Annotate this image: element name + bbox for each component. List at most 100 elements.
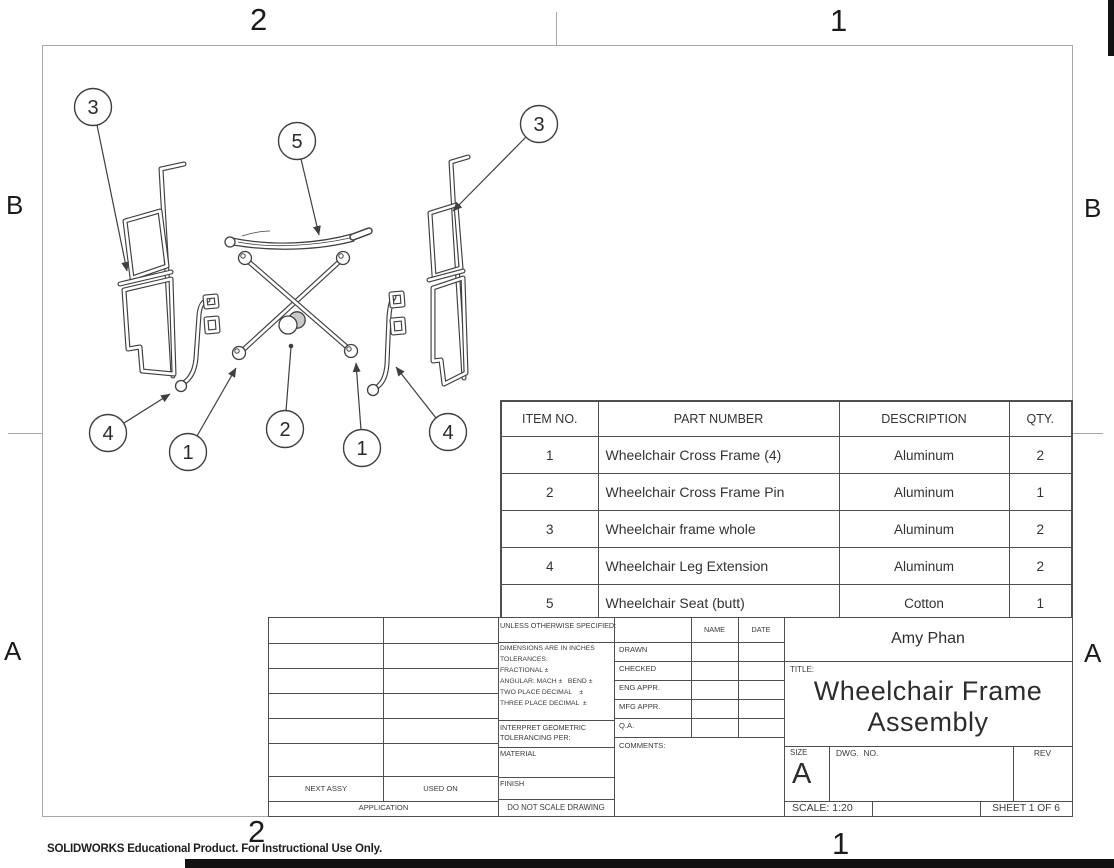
balloon-item-1-right: 1 — [342, 428, 382, 468]
bom-cell-item: 3 — [500, 510, 599, 548]
zone-label-bottom-1: 1 — [832, 826, 850, 861]
zone-label-right-b: B — [1084, 193, 1102, 223]
bom-cell-item: 1 — [500, 436, 599, 474]
bom-cell-part: Wheelchair Cross Frame Pin — [597, 473, 840, 511]
bom-row: 5 Wheelchair Seat (butt) Cotton 1 — [500, 584, 1073, 623]
tolerance-line: FRACTIONAL ± — [500, 667, 549, 674]
unless-otherwise-label: UNLESS OTHERWISE SPECIFIED: — [500, 621, 617, 630]
bom-table: ITEM NO. PART NUMBER DESCRIPTION QTY. 1 … — [500, 400, 1073, 623]
balloon-item-3-right: 3 — [519, 104, 559, 144]
cross-frame-tubes — [231, 250, 359, 361]
drawn-label: DRAWN — [619, 645, 648, 654]
zone-label-left-a: A — [4, 636, 22, 666]
application-label: APPLICATION — [358, 803, 409, 812]
bom-cell-part: Wheelchair Seat (butt) — [597, 584, 840, 623]
next-assy-label: NEXT ASSY — [304, 784, 348, 793]
bom-header-qty: QTY. — [1008, 400, 1073, 437]
used-on-label: USED ON — [423, 784, 458, 793]
comments-label: COMMENTS: — [619, 741, 666, 750]
balloon-item-2: 2 — [265, 409, 305, 449]
interpret-geometric-label: INTERPRET GEOMETRIC — [500, 723, 587, 732]
material-label: MATERIAL — [500, 749, 537, 758]
bom-row: 4 Wheelchair Leg Extension Aluminum 2 — [500, 547, 1073, 585]
bom-header-description: DESCRIPTION — [838, 400, 1010, 437]
screen-edge-bottom — [185, 859, 1114, 868]
checked-label: CHECKED — [619, 664, 657, 673]
bom-cell-part: Wheelchair Leg Extension — [597, 547, 840, 585]
balloon-label: 5 — [291, 131, 302, 153]
balloon-label: 4 — [102, 423, 113, 445]
tolerancing-per-label: TOLERANCING PER: — [500, 733, 571, 742]
bom-row: 1 Wheelchair Cross Frame (4) Aluminum 2 — [500, 436, 1073, 474]
name-column-label: NAME — [703, 625, 726, 634]
balloon-item-1-left: 1 — [168, 432, 208, 472]
balloon-item-4-right: 4 — [428, 412, 468, 452]
balloon-item-4-left: 4 — [88, 413, 128, 453]
balloon-leaders — [96, 124, 527, 437]
zone-label-bottom-2: 2 — [248, 814, 266, 849]
finish-label: FINISH — [500, 779, 525, 788]
zone-tick-top — [556, 12, 557, 45]
drawing-title-line2: Assembly — [867, 707, 989, 737]
seat-strip — [224, 227, 373, 250]
balloon-label: 2 — [279, 419, 290, 441]
right-leg-extension — [366, 290, 407, 397]
bom-cell-desc: Aluminum — [838, 436, 1010, 474]
bom-header-item-no: ITEM NO. — [500, 400, 599, 437]
mfg-appr-label: MFG APPR. — [619, 702, 661, 711]
bom-row: 2 Wheelchair Cross Frame Pin Aluminum 1 — [500, 473, 1073, 511]
balloon-label: 1 — [356, 438, 367, 460]
bom-cell-qty: 2 — [1008, 547, 1073, 585]
tolerance-line: TOLERANCES: — [500, 656, 548, 663]
size-label: SIZE — [790, 748, 808, 757]
sheet-number: SHEET 1 OF 6 — [992, 803, 1060, 814]
bom-cell-qty: 2 — [1008, 436, 1073, 474]
tolerance-line: THREE PLACE DECIMAL ± — [500, 700, 587, 707]
bom-cell-item: 4 — [500, 547, 599, 585]
rev-label: REV — [1033, 748, 1052, 758]
balloon-label: 3 — [87, 97, 98, 119]
zone-label-right-a: A — [1084, 638, 1102, 668]
balloon-item-5: 5 — [277, 121, 317, 161]
bom-row: 3 Wheelchair frame whole Aluminum 2 — [500, 510, 1073, 548]
solidworks-watermark: SOLIDWORKS Educational Product. For Inst… — [47, 843, 382, 855]
bom-cell-desc: Aluminum — [838, 510, 1010, 548]
bom-cell-part: Wheelchair frame whole — [597, 510, 840, 548]
bom-cell-desc: Aluminum — [838, 473, 1010, 511]
screen-edge-right-top — [1108, 0, 1114, 56]
size-value: A — [792, 758, 812, 790]
dwg-no-label: DWG. NO. — [836, 748, 879, 758]
tolerance-line: ANGULAR: MACH ± BEND ± — [500, 678, 593, 685]
zone-tick-left — [8, 433, 42, 434]
tolerance-line: DIMENSIONS ARE IN INCHES — [500, 645, 595, 652]
balloon-label: 1 — [182, 442, 193, 464]
qa-label: Q.A. — [619, 721, 635, 730]
title-label: TITLE: — [790, 665, 815, 674]
left-side-frame — [117, 161, 187, 379]
bom-cell-qty: 1 — [1008, 473, 1073, 511]
bom-cell-qty: 2 — [1008, 510, 1073, 548]
author-name: Amy Phan — [891, 630, 965, 647]
bom-cell-item: 2 — [500, 473, 599, 511]
tolerance-line: TWO PLACE DECIMAL ± — [500, 689, 584, 696]
eng-appr-label: ENG APPR. — [619, 683, 660, 692]
balloon-label: 4 — [442, 422, 453, 444]
bom-cell-part: Wheelchair Cross Frame (4) — [597, 436, 840, 474]
left-leg-extension — [174, 293, 221, 393]
balloon-label: 3 — [533, 114, 544, 136]
scale-value: SCALE: 1:20 — [792, 802, 853, 814]
title-block: NEXT ASSY USED ON APPLICATION UNLESS OTH… — [268, 617, 1073, 817]
zone-tick-right — [1072, 433, 1103, 434]
zone-label-left-b: B — [6, 190, 24, 220]
bom-header-row: ITEM NO. PART NUMBER DESCRIPTION QTY. — [500, 400, 1073, 437]
zone-label-top-1: 1 — [830, 3, 848, 38]
zone-label-top-2: 2 — [250, 2, 268, 37]
balloon-item-3-left: 3 — [73, 87, 113, 127]
cross-frame-pin — [278, 311, 306, 335]
right-side-frame — [426, 154, 471, 387]
bom-header-part-number: PART NUMBER — [597, 400, 840, 437]
drawing-title-line1: Wheelchair Frame — [813, 676, 1043, 706]
date-column-label: DATE — [751, 625, 771, 634]
